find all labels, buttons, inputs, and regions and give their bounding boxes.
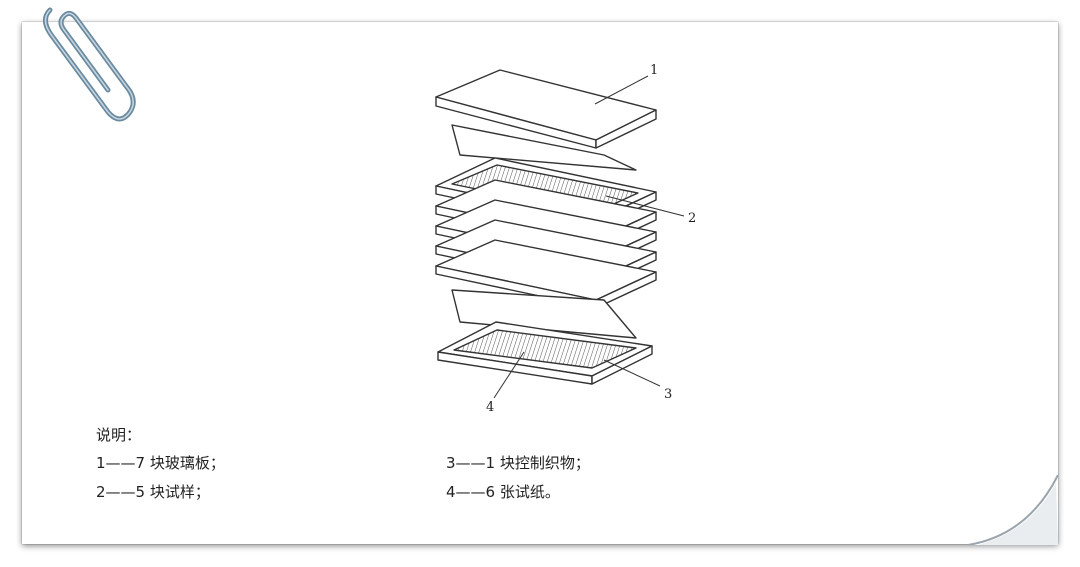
legend-title: 说明： bbox=[96, 426, 142, 444]
paperclip-icon bbox=[43, 7, 136, 122]
callout-3: 3 bbox=[664, 387, 672, 402]
glass-plate-bottom bbox=[437, 321, 653, 385]
leader-line-3 bbox=[603, 359, 661, 387]
legend-item-2: 2——5 块试样； bbox=[96, 483, 210, 501]
test-paper-fold-bottom bbox=[451, 289, 637, 339]
glass-plate-top bbox=[435, 69, 657, 149]
test-paper-fold-top bbox=[451, 124, 637, 171]
leader-line-2 bbox=[605, 195, 685, 217]
legend-item-4: 4——6 张试纸。 bbox=[446, 483, 560, 501]
callout-2: 2 bbox=[688, 211, 696, 226]
callout-1: 1 bbox=[650, 63, 658, 78]
legend-item-3: 3——1 块控制织物； bbox=[446, 454, 590, 472]
callout-4: 4 bbox=[486, 400, 494, 415]
leader-line-1 bbox=[594, 75, 649, 105]
leader-line-4 bbox=[493, 351, 525, 399]
page-curl bbox=[968, 475, 1058, 545]
legend-item-1: 1——7 块玻璃板； bbox=[96, 454, 225, 472]
